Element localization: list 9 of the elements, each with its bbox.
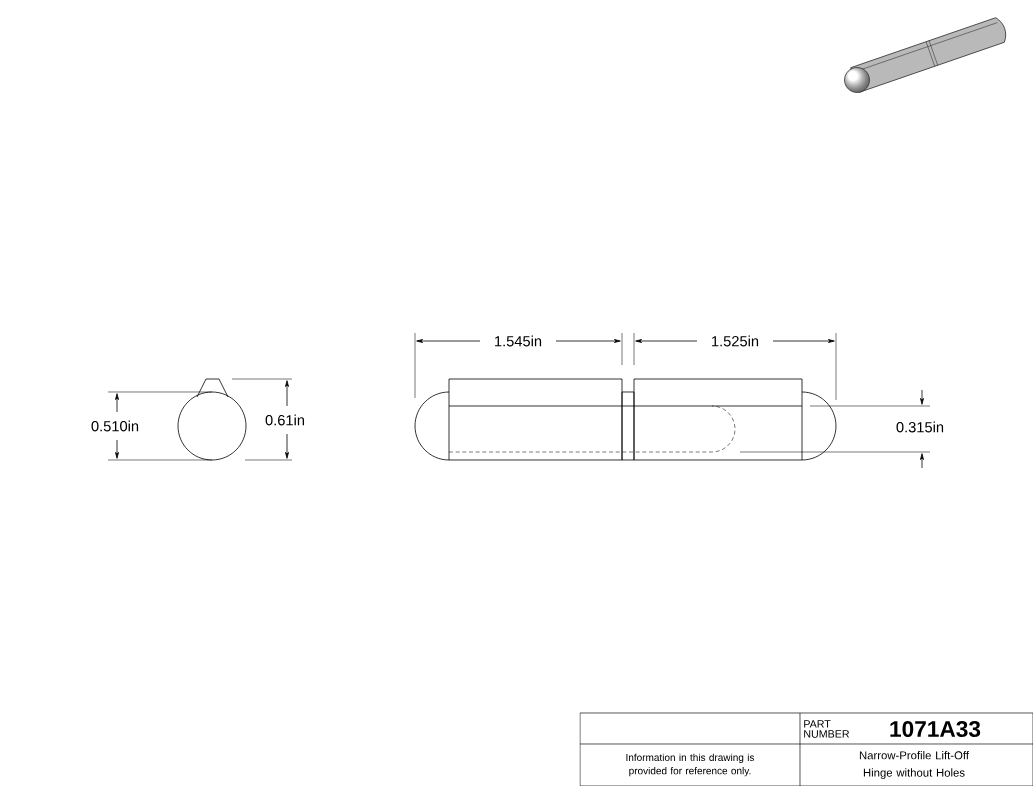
dimension-label: 1.525in [708,332,762,350]
field-label: PART NUMBER [804,720,850,738]
dimension-label: 0.315in [894,420,946,434]
dimension-label: 1.545in [491,332,545,350]
part-number: 1071A33 [890,720,981,738]
part-description: Narrow-Profile Lift-Off Hinge without Holes [859,751,969,779]
disclaimer-note: Information in this drawing is provided for reference only. [626,753,755,777]
dimension-label: 0.61in [263,413,307,427]
dimension-label: 0.510in [89,419,141,433]
